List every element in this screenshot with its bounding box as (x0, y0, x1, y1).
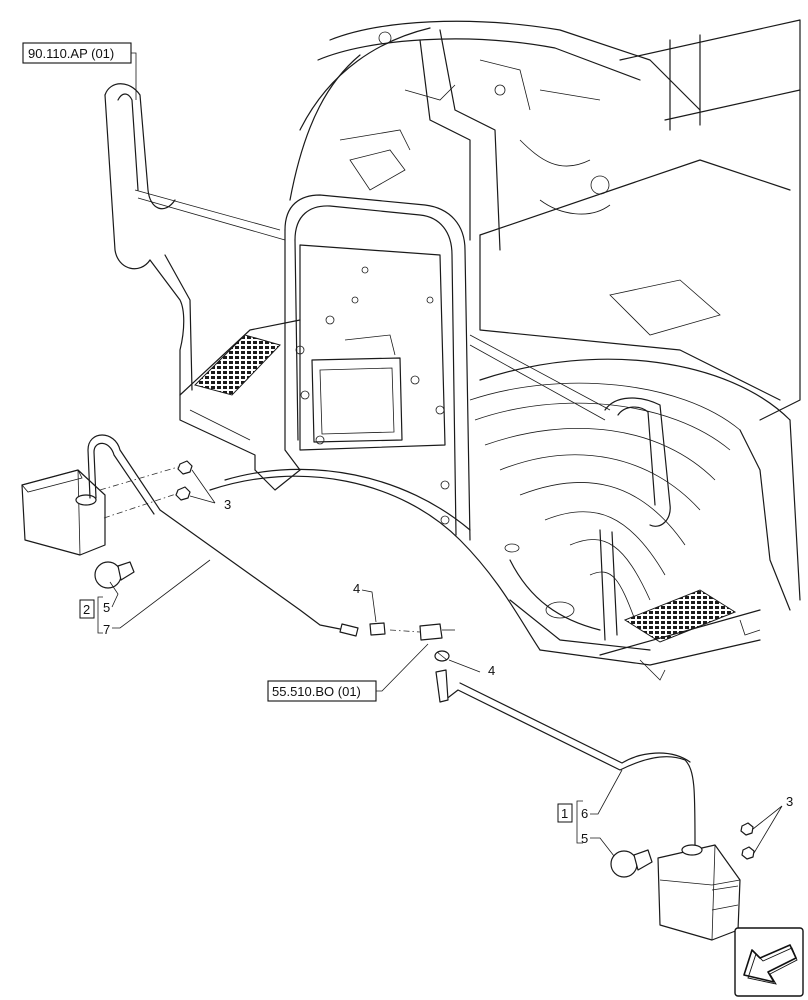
right-bulb (610, 849, 653, 878)
ref-box-mid[interactable]: 55.510.BO (01) (267, 643, 429, 702)
callout-nut-right-label: 3 (786, 794, 793, 809)
callout-box-right-label: 1 (561, 806, 568, 821)
connector-plug (369, 622, 386, 636)
left-bulb (94, 561, 135, 589)
callout-group-right: 1 6 5 (557, 769, 623, 857)
callout-connector-bottom-label: 4 (488, 663, 495, 678)
cab-structure (104, 19, 801, 681)
callout-harness-left-label: 7 (103, 622, 110, 637)
callout-connector-top-label: 4 (353, 581, 360, 596)
callout-harness-right-label: 6 (581, 806, 588, 821)
ref-box-top[interactable]: 90.110.AP (01) (22, 42, 137, 100)
callout-bulb-right-label: 5 (581, 831, 588, 846)
callout-connector-bottom: 4 (448, 659, 495, 678)
ref-label-mid: 55.510.BO (01) (272, 684, 361, 699)
arrow-down-left-icon (743, 944, 798, 985)
callout-connector-top: 4 (353, 581, 377, 623)
right-mount-nuts (740, 822, 755, 860)
callout-nut-left: 3 (189, 469, 231, 512)
callout-box-left-label: 2 (83, 602, 90, 617)
ref-label-top: 90.110.AP (01) (28, 46, 114, 61)
left-lamp-housing (21, 469, 106, 556)
left-lamp-harness (87, 434, 359, 637)
callout-group-left: 2 5 7 (79, 559, 211, 637)
connector-socket (389, 623, 455, 641)
callout-nut-right: 3 (752, 794, 793, 854)
nav-arrow-button[interactable] (734, 927, 804, 997)
right-lamp-housing (657, 844, 741, 941)
right-lamp-harness (435, 669, 696, 846)
connector-grommet (434, 650, 450, 662)
callout-nut-left-label: 3 (224, 497, 231, 512)
callout-bulb-left-label: 5 (103, 600, 110, 615)
left-mount-nuts (99, 460, 193, 519)
